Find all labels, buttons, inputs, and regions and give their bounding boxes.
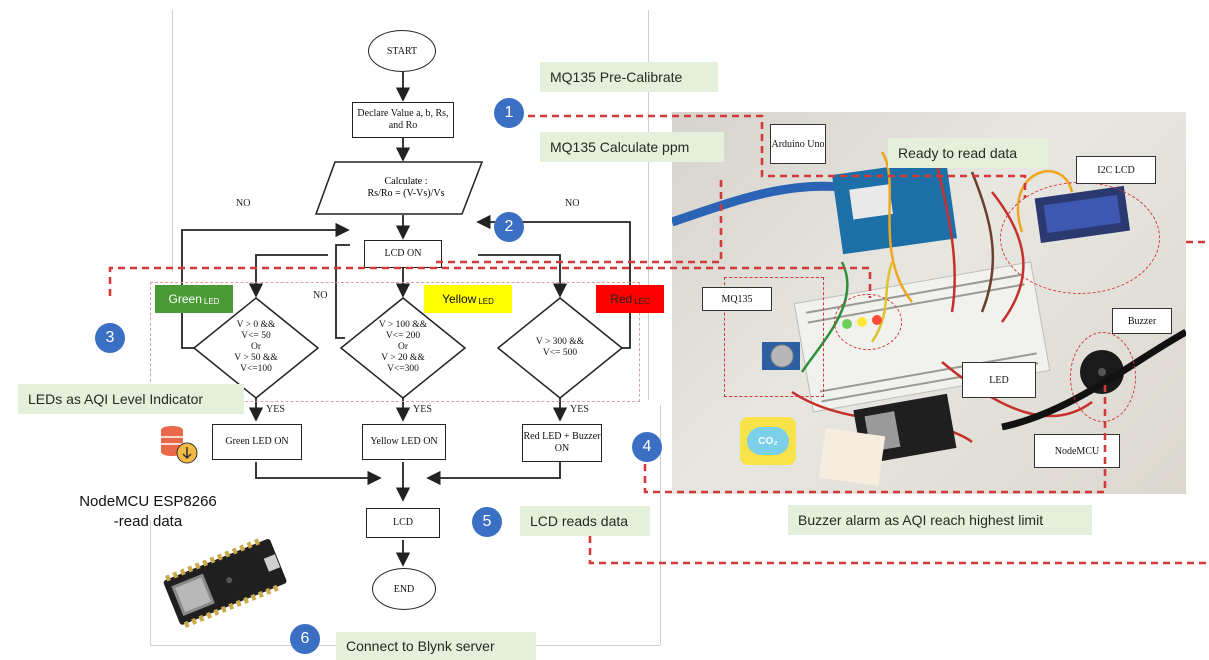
start-node: START	[368, 30, 436, 72]
callout-leds-aqi: LEDs as AQI Level Indicator	[18, 384, 244, 414]
red-cond-line: V<= 500	[542, 348, 578, 358]
red-condition: V > 300 && V<= 500	[518, 337, 602, 359]
calculate-node: Calculate : Rs/Ro = (V-Vs)/Vs	[336, 176, 476, 200]
no-left-label: NO	[236, 198, 251, 209]
yes-yellow-label: YES	[413, 404, 432, 415]
step-number-1: 1	[494, 98, 524, 128]
step-number-4: 4	[632, 432, 662, 462]
database-download-icon	[161, 426, 198, 464]
red-tag-text: Red	[610, 292, 633, 306]
lcd-label: LCD	[393, 517, 413, 528]
hardware-photo: CO₂ Arduino Uno I2C LCD MQ135 Buzzer LED…	[672, 112, 1186, 494]
nodemcu-caption-line2: -read data	[113, 513, 183, 530]
yes-green-label: YES	[266, 404, 285, 415]
yellow-tag-sub: LED	[478, 297, 494, 306]
red-led-on-node: Red LED + Buzzer ON	[522, 424, 602, 462]
panel-border-right	[648, 10, 649, 400]
co2-badge: CO₂	[740, 417, 796, 465]
flowchart-connectors	[181, 72, 631, 567]
yellow-tag-text: Yellow	[442, 292, 477, 306]
i2c-lcd-label: I2C LCD	[1076, 156, 1156, 184]
yellow-cond-line: V<=300	[387, 364, 419, 374]
co2-text: CO₂	[758, 435, 778, 447]
co2-cloud-icon: CO₂	[747, 427, 789, 455]
panel-border-left-lower	[150, 520, 151, 645]
callout-blynk: Connect to Blynk server	[336, 632, 536, 660]
led-highlight	[834, 294, 902, 350]
green-led-on-label: Green LED ON	[225, 436, 289, 447]
step-number-2: 2	[494, 212, 524, 242]
lcd-on-label: LCD ON	[384, 248, 422, 259]
nodemcu-caption: NodeMCU ESP8266 -read data	[48, 492, 248, 532]
arduino-label: Arduino Uno	[770, 124, 826, 164]
step-number-6: 6	[290, 624, 320, 654]
mq135-highlight	[724, 277, 824, 397]
callout-mq135-precalibrate: MQ135 Pre-Calibrate	[540, 62, 718, 92]
green-cond-line: V > 50 &&	[234, 353, 278, 363]
declare-label: Declare Value a, b, Rs, and Ro	[357, 108, 449, 131]
led-region-outline	[150, 282, 640, 402]
yellow-cond-line: V > 20 &&	[381, 353, 425, 363]
lcd-node: LCD	[366, 508, 440, 538]
yellow-condition: V > 100 && V<= 200 Or V > 20 && V<=300	[361, 320, 445, 375]
declare-node: Declare Value a, b, Rs, and Ro	[352, 102, 454, 138]
led-label: LED	[962, 362, 1036, 398]
start-label: START	[386, 45, 418, 57]
calculate-formula: Rs/Ro = (V-Vs)/Vs	[367, 188, 445, 199]
ready-to-read-callout: Ready to read data	[888, 138, 1048, 168]
end-node: END	[372, 568, 436, 610]
green-condition: V > 0 && V<= 50 Or V > 50 && V<=100	[214, 320, 298, 375]
green-cond-line: V > 0 &&	[236, 320, 276, 330]
mq135-label: MQ135	[702, 287, 772, 311]
yellow-led-on-node: Yellow LED ON	[362, 424, 446, 460]
yes-red-label: YES	[570, 404, 589, 415]
yellow-cond-line: Or	[397, 342, 409, 352]
yellow-cond-line: V<= 200	[385, 331, 421, 341]
green-tag-sub: LED	[203, 297, 220, 306]
panel-border-left	[172, 10, 173, 272]
green-cond-line: V<=100	[240, 364, 272, 374]
calculate-title: Calculate :	[384, 176, 428, 187]
red-tag-sub: LEC	[634, 297, 650, 306]
yellow-led-on-label: Yellow LED ON	[370, 436, 438, 447]
red-cond-line: V > 300 &&	[535, 337, 585, 347]
step-number-5: 5	[472, 507, 502, 537]
green-led-on-node: Green LED ON	[212, 424, 302, 460]
lcd-on-node: LCD ON	[364, 240, 442, 268]
step-number-3: 3	[95, 323, 125, 353]
no-middle-label: NO	[313, 290, 328, 301]
buzzer-label: Buzzer	[1112, 308, 1172, 334]
callout-lcd-reads: LCD reads data	[520, 506, 650, 536]
panel-border-right-lower	[660, 405, 661, 645]
yellow-cond-line: V > 100 &&	[378, 320, 428, 330]
green-tag-text: Green	[168, 292, 202, 306]
green-cond-line: V<= 50	[241, 331, 271, 341]
red-led-on-label: Red LED + Buzzer ON	[523, 431, 601, 454]
no-right-label: NO	[565, 198, 580, 209]
nodemcu-caption-line1: NodeMCU ESP8266	[79, 493, 217, 510]
nodemcu-board-image	[163, 538, 287, 628]
green-cond-line: Or	[250, 342, 262, 352]
callout-buzzer-alarm: Buzzer alarm as AQI reach highest limit	[788, 505, 1092, 535]
buzzer-highlight	[1070, 332, 1136, 422]
end-label: END	[393, 583, 415, 595]
flowchart-panel: START Declare Value a, b, Rs, and Ro Cal…	[48, 10, 664, 646]
callout-mq135-calculate-ppm: MQ135 Calculate ppm	[540, 132, 724, 162]
